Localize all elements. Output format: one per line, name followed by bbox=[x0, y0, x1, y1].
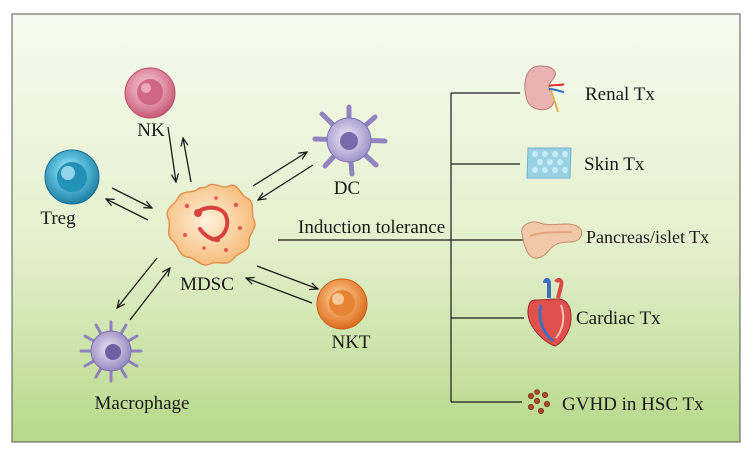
macrophage-label: Macrophage bbox=[95, 393, 190, 414]
macrophage-cell bbox=[79, 320, 143, 383]
arrow-nkt-to-mdsc bbox=[256, 265, 318, 289]
pancreas-islet-tx-label: Pancreas/islet Tx bbox=[586, 227, 709, 247]
arrow-mdsc-to-nk bbox=[183, 138, 192, 183]
arrow-macrophage-to-mdsc bbox=[129, 268, 170, 321]
nkt-cell bbox=[316, 278, 368, 330]
arrow-mdsc-to-dc bbox=[252, 152, 307, 187]
mdsc-label: MDSC bbox=[180, 274, 234, 295]
arrow-mdsc-to-macrophage bbox=[117, 257, 158, 308]
arrow-mdsc-to-nkt bbox=[246, 278, 313, 304]
treg-cell bbox=[44, 149, 100, 205]
treg-label: Treg bbox=[40, 208, 76, 229]
skin-icon bbox=[526, 147, 572, 179]
tolerance-bracket bbox=[278, 92, 524, 403]
induction-tolerance-label: Induction tolerance bbox=[298, 217, 445, 238]
heart-icon bbox=[527, 277, 572, 347]
arrow-treg-to-mdsc bbox=[111, 187, 152, 208]
arrow-mdsc-to-treg bbox=[106, 199, 149, 221]
interaction-arrows bbox=[106, 126, 318, 321]
skin-tx-label: Skin Tx bbox=[584, 154, 645, 175]
nk-label: NK bbox=[137, 120, 165, 141]
pancreas-icon bbox=[521, 221, 583, 259]
hsc-cells-icon bbox=[528, 389, 551, 414]
arrow-dc-to-mdsc bbox=[258, 164, 314, 200]
renal-tx-label: Renal Tx bbox=[585, 84, 655, 105]
nk-cell bbox=[124, 67, 176, 119]
cardiac-tx-label: Cardiac Tx bbox=[576, 308, 661, 329]
arrow-nk-to-mdsc bbox=[167, 126, 176, 182]
nkt-label: NKT bbox=[331, 332, 370, 353]
gvhd-hsc-tx-label: GVHD in HSC Tx bbox=[562, 394, 704, 415]
dc-cell bbox=[312, 104, 388, 177]
dc-label: DC bbox=[334, 178, 360, 199]
mdsc-cell bbox=[166, 183, 256, 266]
kidney-icon bbox=[524, 65, 565, 113]
